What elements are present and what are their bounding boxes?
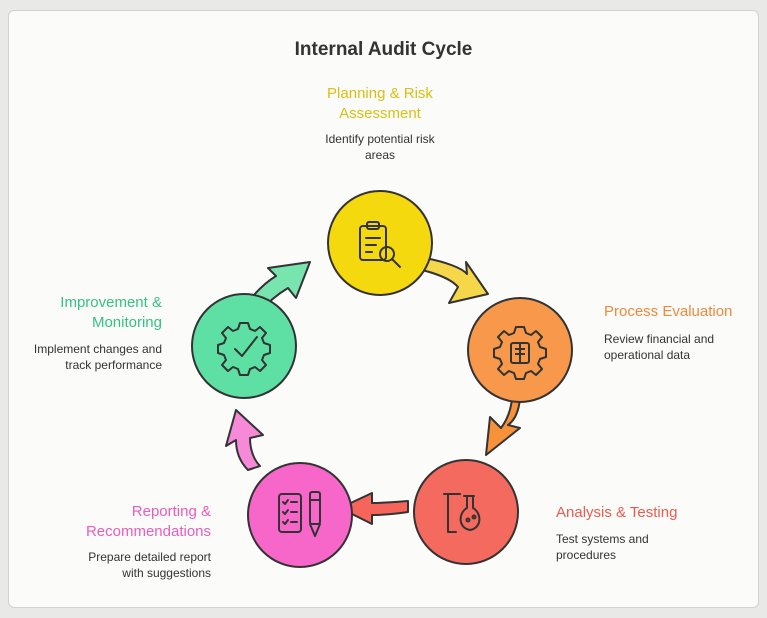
stage-desc-analysis: Test systems and procedures	[556, 532, 649, 562]
arrow-evaluation-to-analysis	[485, 397, 521, 456]
stage-title-evaluation: Process Evaluation	[604, 303, 733, 320]
stage-desc-evaluation: Review financial and operational data	[604, 332, 715, 362]
stage-circle-planning	[327, 190, 433, 296]
arrow-analysis-to-reporting	[339, 492, 409, 525]
stage-title-planning: Planning & Risk Assessment	[327, 85, 433, 122]
arrow-reporting-to-improvement	[225, 409, 264, 471]
flask-clipboard-icon	[443, 493, 481, 533]
stage-circle-analysis	[413, 459, 519, 565]
clipboard-search-icon	[359, 221, 401, 268]
stage-title-improvement: Improvement & Monitoring	[60, 294, 162, 331]
arrow-planning-to-evaluation	[421, 257, 489, 304]
stage-desc-reporting: Prepare detailed report with suggestions	[88, 550, 211, 580]
gear-check-icon	[217, 322, 271, 376]
stage-title-analysis: Analysis & Testing	[556, 504, 678, 521]
diagram-title: Internal Audit Cycle	[294, 39, 473, 60]
stage-desc-improvement: Implement changes and track performance	[33, 342, 162, 372]
stage-circle-evaluation	[467, 297, 573, 403]
stage-desc-planning: Identify potential risk areas	[325, 132, 435, 162]
stage-title-reporting: Reporting & Recommendations	[85, 503, 211, 540]
gear-document-icon	[493, 326, 547, 380]
stage-circle-reporting	[247, 462, 353, 568]
checklist-pen-icon	[278, 491, 321, 537]
stage-circle-improvement	[191, 293, 297, 399]
